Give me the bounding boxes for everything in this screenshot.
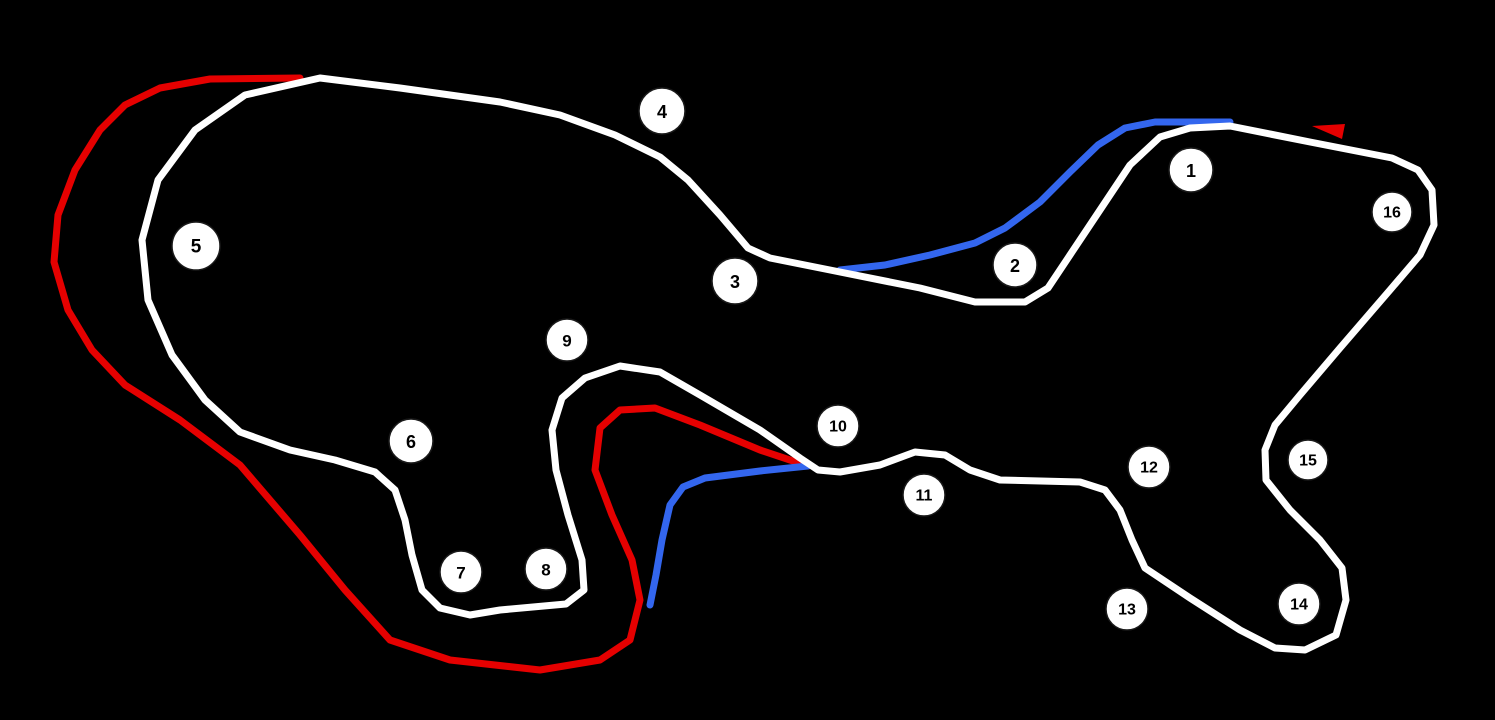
turn-2-circle: [992, 242, 1038, 288]
turn-9-marker: 9: [545, 318, 589, 362]
turn-13-marker: 13: [1105, 587, 1149, 631]
turn-12-label: 12: [1140, 460, 1158, 477]
turn-14-marker: 14: [1277, 582, 1321, 626]
turn-5-circle: [171, 221, 221, 271]
turn-markers: 1 2 3 4 5 6 7: [171, 87, 1413, 631]
turn-16-label: 16: [1383, 205, 1401, 222]
turn-16-marker: 16: [1371, 191, 1413, 233]
turn-8-circle: [524, 547, 568, 591]
turn-15-label: 15: [1299, 453, 1317, 470]
turn-7-circle: [439, 550, 483, 594]
variant-blue-route-start: [836, 118, 1234, 274]
turn-4-label: 4: [657, 102, 667, 122]
turn-10-circle: [816, 404, 860, 448]
turn-9-circle: [545, 318, 589, 362]
turn-2-marker: 2: [992, 242, 1038, 288]
turn-14-circle: [1277, 582, 1321, 626]
turn-11-circle: [902, 473, 946, 517]
variant-blue-route-infield: [646, 462, 812, 609]
turn-3-marker: 3: [711, 257, 759, 305]
turn-16-circle: [1371, 191, 1413, 233]
turn-12-circle: [1127, 445, 1171, 489]
turn-6-marker: 6: [388, 418, 434, 464]
turn-3-circle: [711, 257, 759, 305]
turn-12-marker: 12: [1127, 445, 1171, 489]
turn-13-circle: [1105, 587, 1149, 631]
turn-4-circle: [638, 87, 686, 135]
turn-7-marker: 7: [439, 550, 483, 594]
turn-13-label: 13: [1118, 602, 1136, 619]
turn-4-marker: 4: [638, 87, 686, 135]
turn-3-label: 3: [730, 272, 740, 292]
turn-1-marker: 1: [1168, 147, 1214, 193]
main-circuit-path: [138, 74, 1438, 654]
turn-5-marker: 5: [171, 221, 221, 271]
turn-10-marker: 10: [816, 404, 860, 448]
turn-5-label: 5: [191, 237, 202, 258]
variant-red-route-outer: [50, 74, 809, 674]
turn-15-circle: [1287, 439, 1329, 481]
turn-9-label: 9: [562, 332, 571, 351]
turn-11-marker: 11: [902, 473, 946, 517]
turn-15-marker: 15: [1287, 439, 1329, 481]
turn-2-label: 2: [1010, 256, 1020, 276]
turn-10-label: 10: [829, 419, 847, 436]
turn-1-circle: [1168, 147, 1214, 193]
turn-8-marker: 8: [524, 547, 568, 591]
turn-7-label: 7: [456, 564, 465, 583]
turn-8-label: 8: [541, 561, 550, 580]
turn-14-label: 14: [1290, 597, 1308, 614]
turn-6-label: 6: [406, 432, 416, 452]
turn-6-circle: [388, 418, 434, 464]
turn-11-label: 11: [916, 488, 933, 505]
start-direction-arrow-icon: [1312, 124, 1345, 139]
turn-1-label: 1: [1186, 161, 1196, 181]
